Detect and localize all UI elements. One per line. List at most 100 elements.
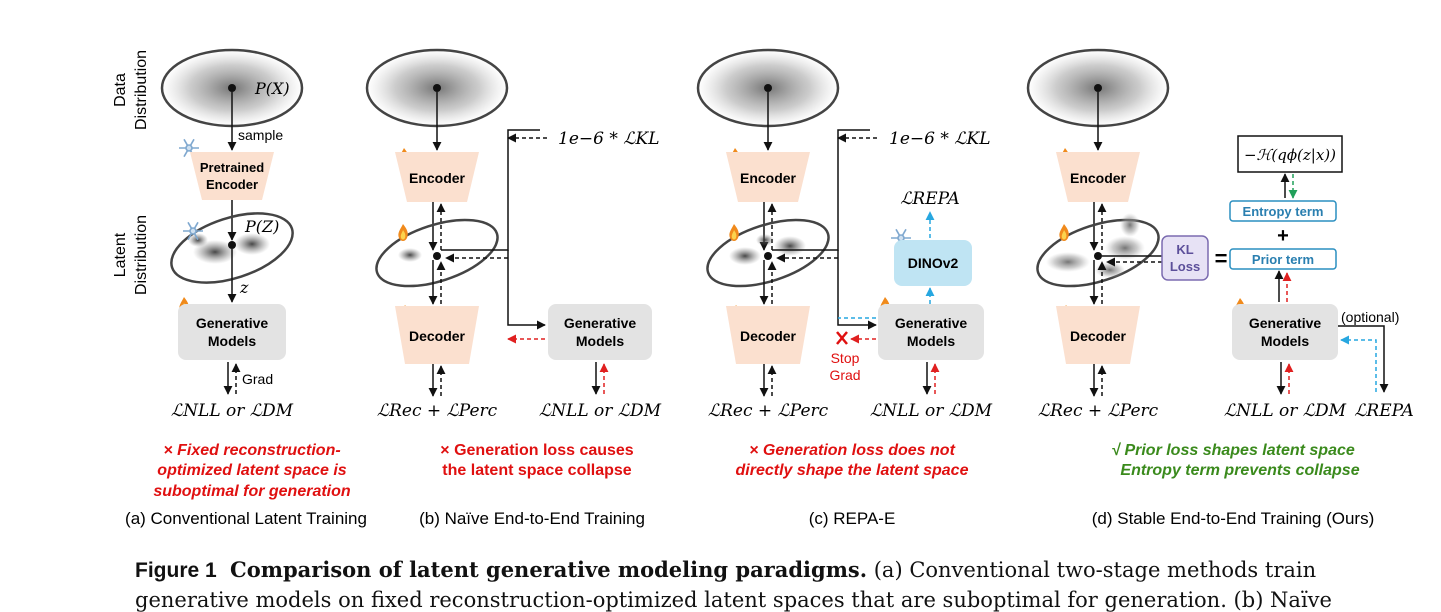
pz-label: P(Z) [244, 217, 279, 236]
encoder [395, 152, 479, 202]
problem-statement: × Generation loss causes the latent spac… [440, 442, 634, 479]
svg-text:Encoder: Encoder [740, 170, 797, 186]
encoder [1056, 152, 1140, 202]
prior-term-box [1229, 248, 1337, 270]
panel-b: Encoder Decoder ℒRec + ℒPerc 1e−6 * ℒKL … [365, 48, 662, 528]
svg-text:Encoder: Encoder [1070, 170, 1127, 186]
latent-ellipse [706, 218, 830, 288]
caption-c: (c) REPA-E [809, 509, 896, 528]
svg-text:Decoder: Decoder [740, 328, 797, 344]
generative-models [178, 304, 286, 360]
problem-statement: × Generation loss does not directly shap… [736, 442, 969, 479]
px-label: P(X) [254, 79, 290, 98]
svg-text:Grad: Grad [829, 367, 860, 383]
latent-distribution-axis-label: Latent Distribution [112, 215, 150, 295]
svg-text:KL: KL [1176, 242, 1193, 257]
svg-text:Models: Models [907, 333, 955, 349]
trainable-icon [729, 224, 739, 241]
figure-label: Figure 1 [135, 559, 217, 582]
optional-label: (optional) [1341, 309, 1399, 325]
svg-text:× Fixed reconstruction-: × Fixed reconstruction- [163, 442, 340, 459]
latent-ellipse [170, 212, 294, 284]
svg-text:Models: Models [1261, 333, 1309, 349]
decoder [1056, 306, 1140, 364]
svg-text:Decoder: Decoder [1070, 328, 1127, 344]
z-label: z [239, 278, 249, 297]
stop-grad-label: Stop [831, 350, 860, 366]
figure-caption: Figure 1 Comparison of latent generative… [135, 557, 1425, 583]
caption-b: (b) Naïve End-to-End Training [419, 509, 645, 528]
decoder [726, 306, 810, 364]
svg-text:Generative: Generative [564, 315, 637, 331]
svg-text:Encoder: Encoder [206, 177, 258, 192]
trainable-icon [1059, 224, 1069, 241]
svg-text:Decoder: Decoder [409, 328, 466, 344]
svg-text:Models: Models [208, 333, 256, 349]
loss-label: ℒNLL or ℒDM [171, 401, 294, 421]
grad-label: Grad [242, 371, 273, 387]
latent-ellipse [1036, 218, 1160, 288]
generative-models [1232, 304, 1338, 360]
svg-text:DINOv2: DINOv2 [908, 255, 959, 271]
repa-label: ℒREPA [900, 189, 960, 209]
svg-text:Generative: Generative [1249, 315, 1322, 331]
svg-text:Generative: Generative [895, 315, 968, 331]
svg-text:Generative: Generative [196, 315, 269, 331]
caption-a: (a) Conventional Latent Training [125, 509, 367, 528]
panel-d: Encoder Decoder ℒRec + ℒPerc KL Loss = −… [1026, 48, 1414, 528]
panel-a: P(X) sample Pretrained Encoder P(Z) z Ge… [125, 48, 367, 528]
figure-text: (a) Conventional two-stage methods train [867, 558, 1317, 582]
svg-text:optimized latent space is: optimized latent space is [157, 462, 346, 479]
svg-text:Models: Models [576, 333, 624, 349]
rec-loss: ℒRec + ℒPerc [1038, 401, 1159, 421]
entropy-term-box [1229, 200, 1337, 222]
svg-text:Encoder: Encoder [409, 170, 466, 186]
gen-loss: ℒNLL or ℒDM [539, 401, 662, 421]
stop-grad-icon [836, 331, 848, 345]
svg-text:suboptimal for generation: suboptimal for generation [153, 483, 351, 500]
caption-d: (d) Stable End-to-End Training (Ours) [1092, 509, 1375, 528]
generative-models [548, 304, 652, 360]
svg-text:× Generation loss causes: × Generation loss causes [440, 442, 634, 459]
kl-label: 1e−6 * ℒKL [889, 129, 990, 149]
svg-text:Entropy term prevents collapse: Entropy term prevents collapse [1120, 462, 1359, 479]
svg-text:the latent space collapse: the latent space collapse [442, 462, 632, 479]
trainable-icon [398, 224, 408, 241]
data-distribution-axis-label: Data Distribution [112, 50, 150, 130]
svg-text:× Generation loss does not: × Generation loss does not [749, 442, 955, 459]
gen-loss: ℒNLL or ℒDM [1224, 401, 1347, 421]
svg-text:Distribution: Distribution [133, 215, 150, 295]
entropy-formula-box [1237, 135, 1343, 173]
svg-text:Entropy term: Entropy term [1243, 204, 1324, 219]
latent-ellipse [375, 218, 499, 288]
pretrained-encoder-label: Pretrained [200, 160, 264, 175]
generative-models [878, 304, 984, 360]
kl-loss-box [1161, 235, 1209, 281]
svg-text:Distribution: Distribution [133, 50, 150, 130]
kl-label: 1e−6 * ℒKL [558, 129, 659, 149]
svg-text:√ Prior loss shapes latent spa: √ Prior loss shapes latent space [1111, 442, 1355, 459]
dinov2-model [894, 240, 972, 286]
equals-sign: = [1215, 246, 1228, 271]
figure-caption-continued: generative models on fixed reconstructio… [135, 588, 1332, 612]
sample-label: sample [238, 127, 283, 143]
repa-loss: ℒREPA [1354, 401, 1414, 421]
gen-loss: ℒNLL or ℒDM [870, 401, 993, 421]
pretrained-encoder [190, 152, 274, 200]
encoder [726, 152, 810, 202]
svg-text:−ℋ(qϕ(z|x)): −ℋ(qϕ(z|x)) [1244, 146, 1336, 164]
rec-loss: ℒRec + ℒPerc [377, 401, 498, 421]
svg-text:Prior term: Prior term [1252, 252, 1314, 267]
svg-text:directly shape the latent spac: directly shape the latent space [736, 462, 969, 479]
rec-loss: ℒRec + ℒPerc [708, 401, 829, 421]
svg-text:Data: Data [112, 73, 129, 107]
paradigm-diagram: Data Distribution Latent Distribution P(… [112, 48, 1414, 528]
svg-text:Loss: Loss [1170, 259, 1200, 274]
svg-text:Latent: Latent [112, 232, 129, 277]
decoder [395, 306, 479, 364]
benefit-statement: √ Prior loss shapes latent space Entropy… [1111, 442, 1359, 479]
panel-c: Encoder Decoder ℒRec + ℒPerc 1e−6 * ℒKL … [696, 48, 993, 528]
problem-statement: × Fixed reconstruction- optimized latent… [153, 442, 351, 500]
plus-sign: + [1277, 225, 1289, 247]
figure-title: Comparison of latent generative modeling… [230, 557, 868, 582]
